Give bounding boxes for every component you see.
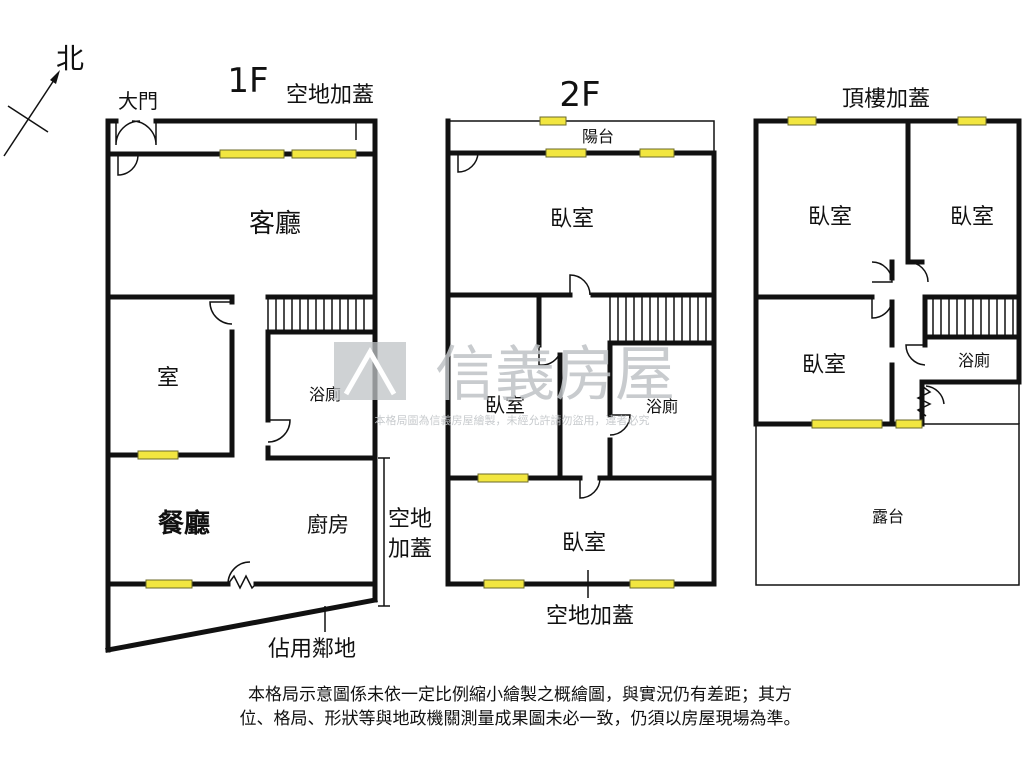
floor-1-annex-top-label: 空地加蓋	[286, 83, 374, 108]
stairs-icon	[924, 296, 1020, 338]
watermark-notice-text: 本格局圖為信義房屋繪製，未經允許請勿盜用，違者必究	[375, 413, 650, 427]
rooftop-title: 頂樓加蓋	[842, 87, 930, 112]
rooftop-bathroom-label: 浴廁	[958, 351, 990, 370]
disclaimer: 本格局示意圖係未依一定比例縮小繪製之概繪圖，與實況仍有差距；其方 位、格局、形狀…	[120, 683, 920, 731]
room-label: 室	[157, 366, 179, 391]
watermark-brand-text: 信義房屋	[435, 340, 675, 410]
stairs-icon	[609, 294, 715, 344]
occupied-neighbor-land-label: 佔用鄰地	[268, 637, 356, 662]
stairs-icon	[267, 296, 376, 333]
disclaimer-line-2: 位、格局、形狀等與地政機關測量成果圖未必一致，仍須以房屋現場為準。	[239, 709, 801, 729]
rooftop-bedroom-mid-label: 臥室	[802, 353, 846, 378]
living-room-label: 客廳	[249, 209, 301, 239]
floor-1-annex-side-label-2: 加蓋	[388, 537, 432, 562]
floor-2-title: 2F	[559, 75, 600, 115]
floor-1-title: 1F	[227, 61, 268, 101]
floor-1-bathroom-label: 浴廁	[309, 385, 341, 404]
main-door-label: 大門	[118, 89, 158, 113]
rooftop-plan	[753, 116, 1022, 586]
disclaimer-line-1: 本格局示意圖係未依一定比例縮小繪製之概繪圖，與實況仍有差距；其方	[248, 685, 792, 705]
rooftop-bedroom-top-left-label: 臥室	[808, 205, 852, 230]
kitchen-label: 廚房	[307, 513, 349, 537]
brand-logo-icon	[334, 342, 406, 400]
watermark: 信義房屋 本格局圖為信義房屋繪製，未經允許請勿盜用，違者必究	[334, 340, 675, 427]
floor-2-annex-bottom-label: 空地加蓋	[546, 604, 634, 629]
floor-2-bedroom-mid-label: 臥室	[485, 393, 525, 417]
floor-2-bathroom-label: 浴廁	[646, 397, 678, 416]
north-label: 北	[56, 42, 84, 75]
rooftop-bedroom-top-right-label: 臥室	[950, 205, 994, 230]
floor-2-plan	[445, 116, 717, 598]
north-arrow-icon	[3, 70, 60, 157]
balcony-label: 陽台	[582, 127, 614, 146]
floor-1-annex-side-label-1: 空地	[388, 507, 432, 532]
dining-room-label: 餐廳	[158, 508, 210, 539]
floor-2-bedroom-bottom-label: 臥室	[562, 531, 606, 556]
terrace-label: 露台	[872, 507, 904, 526]
floor-2-bedroom-top-label: 臥室	[550, 207, 594, 232]
